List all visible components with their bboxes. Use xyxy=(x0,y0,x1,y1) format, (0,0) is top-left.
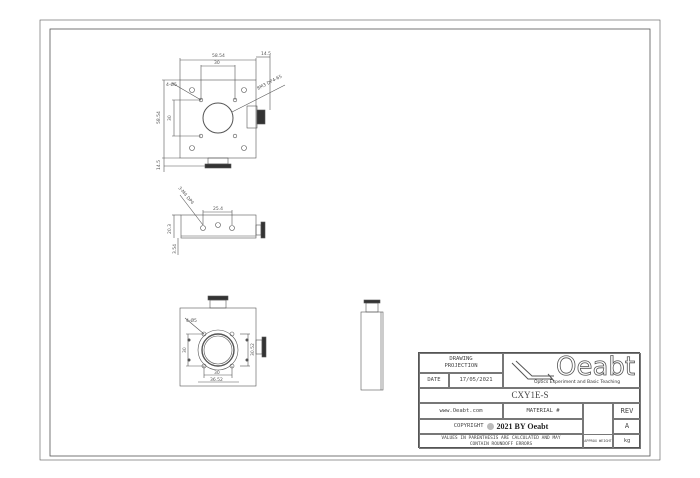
rev-value: A xyxy=(613,419,641,434)
top-view: 58.54 30 14.5 4-Ø5 8M3 DP4-65 58.54 30 1… xyxy=(156,51,286,172)
dim-side-height: 20.3 xyxy=(167,224,173,234)
dim-spacing: 25.4 xyxy=(213,206,223,212)
projection-label: DRAWING PROJECTION xyxy=(444,356,478,369)
logo-mark-icon xyxy=(511,360,555,382)
dim-bottom: 14.5 xyxy=(156,160,162,170)
end-view xyxy=(360,299,384,391)
weight-unit: kg xyxy=(613,434,641,449)
dim-base: 3.54 xyxy=(172,244,178,254)
dim-hole-spacing-v: 30 xyxy=(167,115,173,121)
side-view: 25.4 3-M4 DP4 20.3 3.54 xyxy=(167,185,266,255)
date-value: 17/05/2021 xyxy=(449,373,503,388)
inner-border xyxy=(49,28,651,457)
title-block: DRAWING PROJECTION DATE 17/05/2021 Oeabt… xyxy=(418,352,641,449)
bottom-hole-note: 4-Ø5 xyxy=(186,317,197,324)
dim-height: 58.54 xyxy=(156,111,162,124)
copyright-label: COPYRIGHT xyxy=(453,423,484,430)
outer-border xyxy=(39,19,661,461)
dim-bottom-v: 30 xyxy=(182,347,188,353)
values-note: VALUES IN PARENTHESIS ARE CALCULATED AND… xyxy=(419,434,583,449)
projection-cell: DRAWING PROJECTION xyxy=(419,353,503,373)
dim-width: 58.54 xyxy=(212,53,225,59)
logo: Oeabt Optics Experiment and Basic Teachi… xyxy=(503,352,641,388)
copyright-cell: COPYRIGHT 2021 BY Oeabt xyxy=(419,419,583,434)
hole-note: 4-Ø5 xyxy=(166,81,177,88)
date-label: DATE xyxy=(419,373,449,388)
dim-hole-spacing-h: 30 xyxy=(214,60,220,66)
part-number: CXY1E-S xyxy=(419,388,641,403)
bottom-view: 4-Ø5 30 30.52 30 36.52 xyxy=(179,295,267,387)
material-label: MATERIAL # xyxy=(503,403,583,419)
copyright-text: 2021 BY Oeabt xyxy=(496,421,549,431)
dim-bottom-width: 36.52 xyxy=(210,377,223,383)
weight-label: APPROX WEIGHT xyxy=(583,434,613,449)
rev-label: REV xyxy=(613,403,641,419)
logo-tagline: Optics Experiment and Basic Teaching xyxy=(534,380,621,385)
dim-offset: 14.5 xyxy=(261,51,271,57)
copyright-icon xyxy=(486,423,494,430)
website: www.Oeabt.com xyxy=(419,403,503,419)
dim-bottom-v2: 30.52 xyxy=(250,343,256,356)
logo-text: Oeabt xyxy=(556,352,636,383)
dim-bottom-h: 30 xyxy=(214,370,220,376)
